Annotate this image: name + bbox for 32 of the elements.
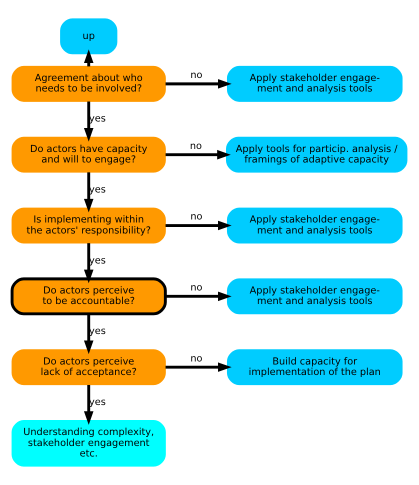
- arrow: [166, 362, 232, 372]
- edge-label: no: [190, 212, 202, 223]
- arrow: [84, 102, 94, 142]
- arrow: [166, 79, 232, 89]
- edge-label: yes: [89, 397, 106, 408]
- arrow: [166, 150, 231, 160]
- edge-label: no: [190, 140, 202, 152]
- node-box: Apply stakeholder engage- ment and analysis tools: [226, 66, 403, 102]
- node-box: Do actors perceive to be accountable?: [10, 277, 167, 316]
- node-box: Do actors perceive lack of acceptance?: [12, 349, 166, 386]
- arrow: [166, 292, 232, 302]
- edge-label: yes: [89, 255, 106, 266]
- edge-label: yes: [89, 114, 106, 125]
- node-box: Apply stakeholder engage- ment and analysis tools: [226, 208, 403, 244]
- arrow: [84, 384, 94, 425]
- node-box: Build capacity for implementation of the plan: [226, 349, 403, 386]
- node-box: Apply stakeholder engage- ment and analysis tools: [226, 278, 403, 314]
- node-box: Do actors have capacity and will to engage?: [12, 136, 166, 173]
- edge-label: no: [190, 70, 202, 82]
- edge-label: no: [190, 353, 202, 364]
- edge-label: no: [190, 282, 202, 294]
- edge-label: yes: [89, 184, 106, 196]
- edge-label: yes: [89, 326, 106, 338]
- arrow: [84, 172, 94, 212]
- arrow: [84, 243, 94, 284]
- node-box: Understanding complexity, stakeholder engagement etc.: [12, 420, 166, 467]
- node-box: up: [60, 18, 118, 54]
- arrow: [84, 314, 94, 354]
- node-box: Is implementing within the actors' responsibility?: [12, 208, 166, 244]
- arrow: [166, 220, 232, 230]
- node-box: Agreement about who needs to be involved?: [12, 66, 166, 102]
- node-box: Apply tools for particip. analysis / framings of adaptive capacity: [226, 136, 408, 173]
